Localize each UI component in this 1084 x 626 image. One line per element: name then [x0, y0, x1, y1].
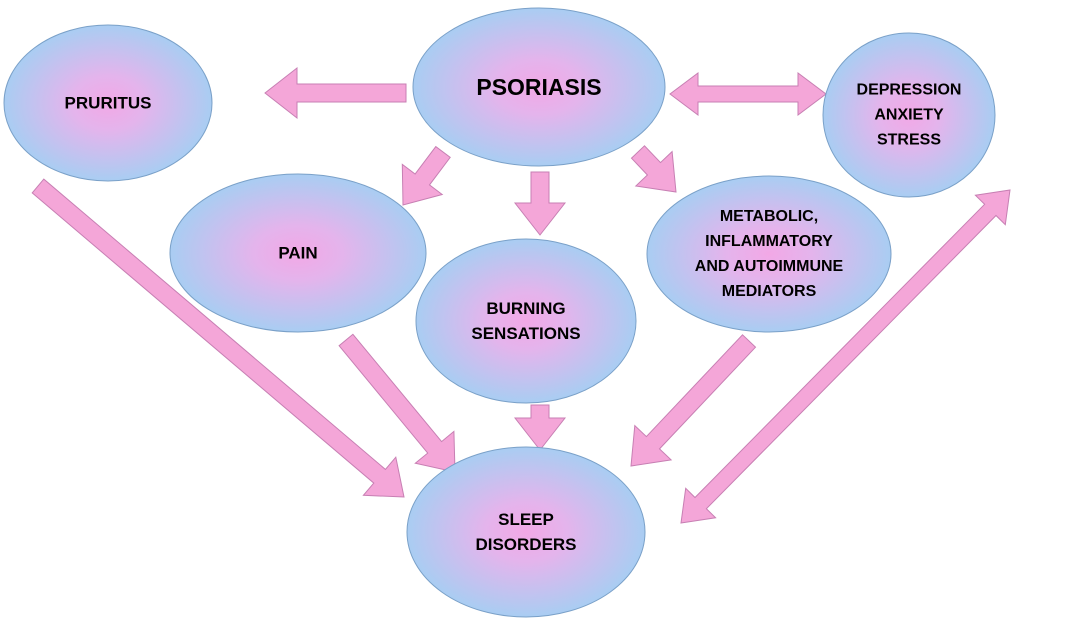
- node-sleep-ellipse: [406, 446, 646, 618]
- node-metabolic-ellipse: [646, 175, 892, 333]
- arrow-layer: [31, 66, 1011, 524]
- arrow-pruritus-to-sleep: [31, 178, 405, 498]
- arrow-metabolic-to-sleep: [630, 334, 757, 467]
- node-depression-label: DEPRESSION: [857, 82, 962, 99]
- node-pain-ellipse: [169, 173, 427, 333]
- node-pruritus: PRURITUS: [3, 24, 213, 182]
- node-metabolic-label: METABOLIC,: [720, 208, 818, 225]
- node-burning-label: SENSATIONS: [471, 324, 580, 343]
- node-sleep-label: DISORDERS: [475, 535, 576, 554]
- node-burning-ellipse: [415, 238, 637, 404]
- node-pain: PAIN: [169, 173, 427, 333]
- node-burning-label: BURNING: [486, 299, 565, 318]
- node-psoriasis: PSORIASIS: [412, 7, 666, 167]
- node-psoriasis-label: PSORIASIS: [476, 74, 601, 100]
- arrow-psoriasis-to-metabolic: [630, 145, 677, 193]
- node-metabolic-label: AND AUTOIMMUNE: [695, 258, 844, 275]
- node-pain-label: PAIN: [278, 244, 317, 263]
- arrow-sleep-depression: [680, 189, 1011, 524]
- node-depression-label: STRESS: [877, 132, 941, 149]
- node-depression-label: ANXIETY: [874, 107, 944, 124]
- node-depression-ellipse: [822, 32, 996, 198]
- node-metabolic-label: INFLAMMATORY: [705, 233, 833, 250]
- node-sleep: SLEEP DISORDERS: [406, 446, 646, 618]
- arrow-psoriasis-to-pruritus: [264, 66, 407, 120]
- node-pruritus-ellipse: [3, 24, 213, 182]
- node-burning: BURNING SENSATIONS: [415, 238, 637, 404]
- arrow-psoriasis-to-pain: [401, 145, 451, 206]
- node-metabolic: METABOLIC, INFLAMMATORY AND AUTOIMMUNE MEDI…: [646, 175, 892, 333]
- node-sleep-label: SLEEP: [498, 510, 554, 529]
- node-pruritus-label: PRURITUS: [65, 94, 152, 113]
- node-metabolic-label: MEDIATORS: [722, 283, 817, 300]
- arrow-pain-to-sleep: [338, 333, 456, 473]
- node-depression: DEPRESSION ANXIETY STRESS: [822, 32, 996, 198]
- arrow-psoriasis-depression: [669, 72, 827, 116]
- arrow-burning-to-sleep: [513, 404, 567, 451]
- node-layer: PSORIASIS PRURITUS DEPRESSION ANXIETY STRESS…: [3, 7, 996, 618]
- arrow-psoriasis-to-burning: [513, 171, 567, 236]
- node-psoriasis-ellipse: [412, 7, 666, 167]
